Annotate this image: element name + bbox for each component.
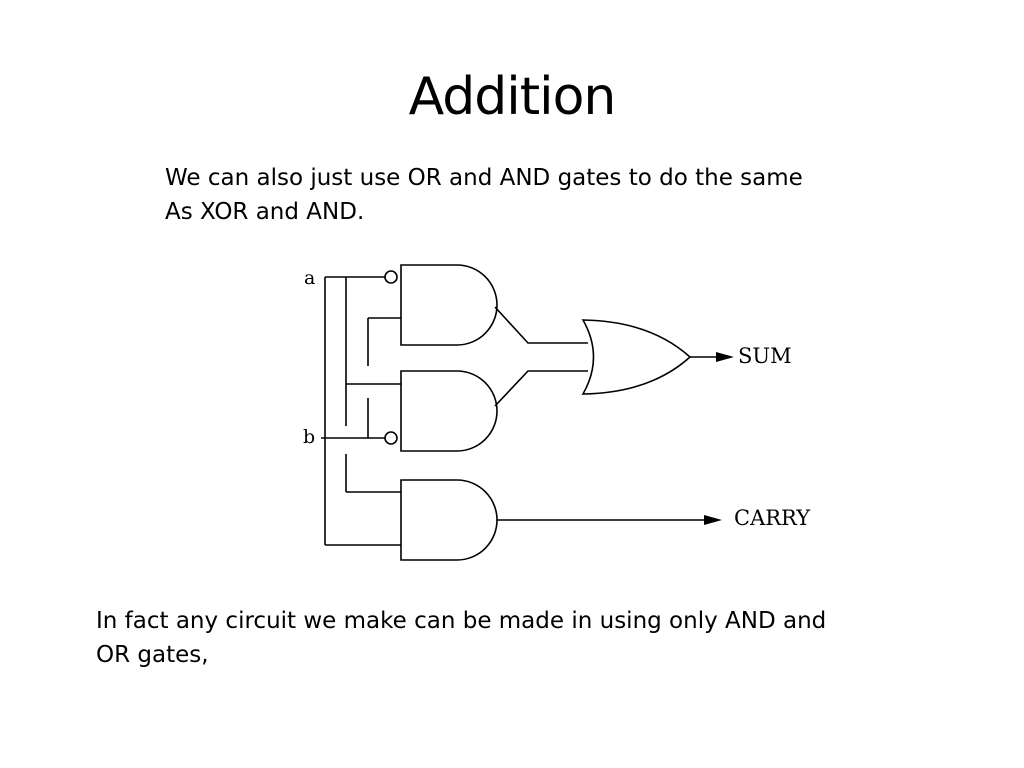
footer-text: In fact any circuit we make can be made … — [96, 604, 956, 672]
slide-title: Addition — [408, 67, 617, 127]
inverter-bubble-b — [384, 431, 398, 445]
intro-line-1: We can also just use OR and AND gates to… — [165, 165, 803, 191]
intro-text: We can also just use OR and AND gates to… — [165, 161, 905, 229]
input-b-label: b — [303, 426, 315, 448]
sum-arrow-icon — [716, 352, 734, 362]
input-a-label: a — [304, 267, 315, 289]
and-gate-carry — [400, 479, 498, 561]
and-gate-top — [400, 264, 498, 346]
and-gate-middle — [400, 370, 498, 452]
footer-line-1: In fact any circuit we make can be made … — [96, 608, 827, 634]
carry-arrow-icon — [704, 515, 722, 525]
footer-line-2: OR gates, — [96, 642, 209, 668]
sum-label: SUM — [738, 344, 792, 368]
wires-input-a — [324, 276, 401, 546]
wires-input-b — [321, 317, 401, 493]
carry-label: CARRY — [734, 506, 811, 530]
or-gate-sum — [581, 319, 692, 395]
intro-line-2: As XOR and AND. — [165, 199, 365, 225]
wires-to-or — [494, 306, 588, 407]
inverter-bubble-a — [384, 270, 398, 284]
